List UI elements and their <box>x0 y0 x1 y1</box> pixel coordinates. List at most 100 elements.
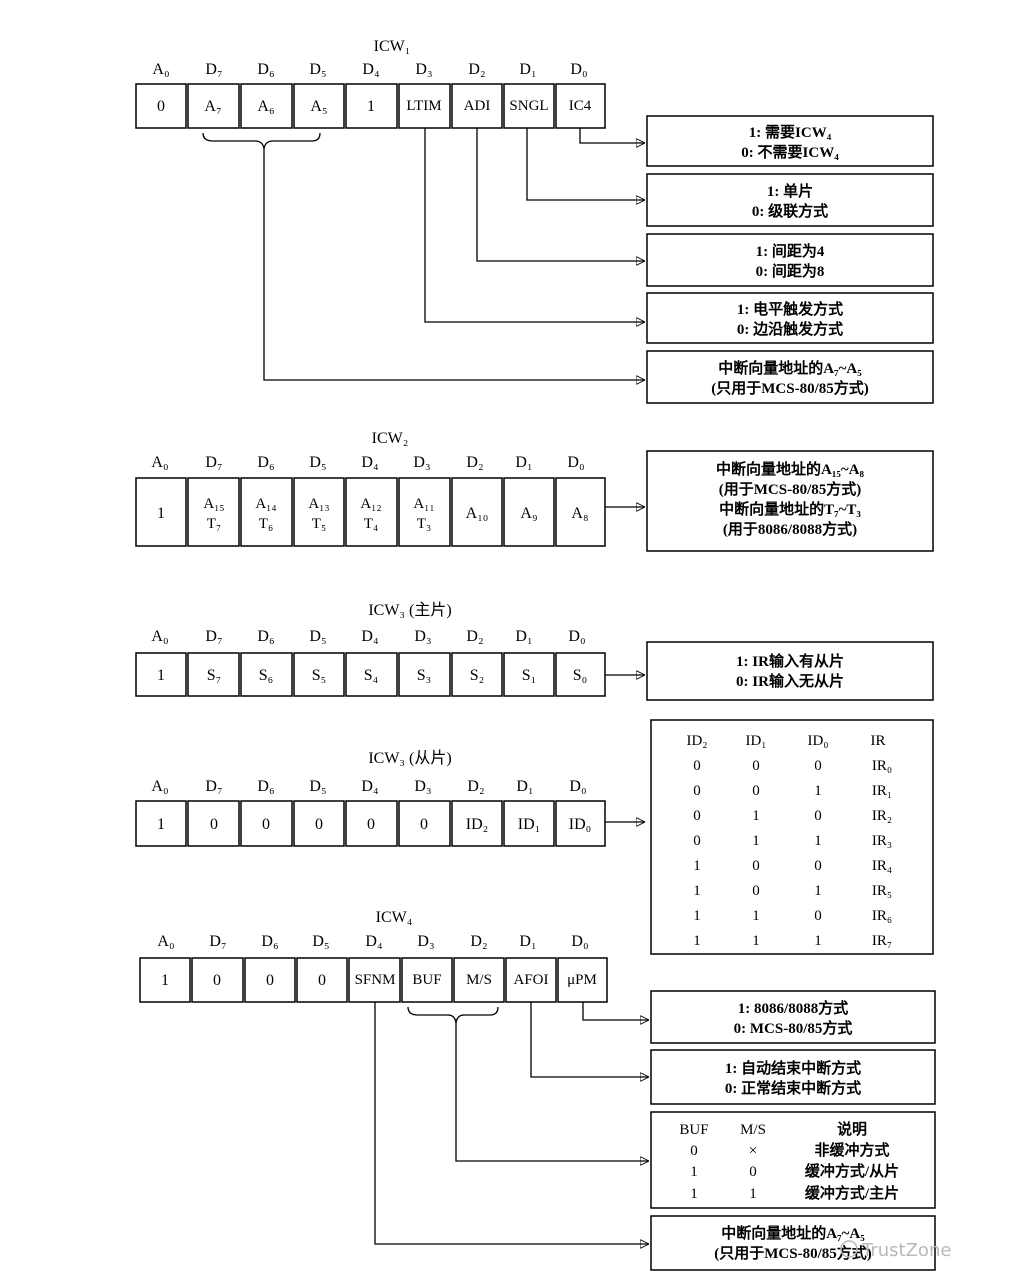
icw4-bit-d7: D₇ <box>209 933 226 950</box>
icw3s-cell-box <box>555 800 606 847</box>
icw3m-bit-d3: D₃ <box>414 628 431 645</box>
icw4-sfnm-desc-line1: 中断向量地址的A₇~A₅ <box>721 1224 865 1242</box>
icw4-cell-d6: 0 <box>266 972 274 989</box>
icw3m-cell-box <box>240 652 293 697</box>
icw1-brace <box>202 132 321 150</box>
icw2-cell-box <box>135 477 187 547</box>
icw3-master-desc-line1: 1: IR输入有从片 <box>736 652 844 670</box>
icw1-cell-ltim: LTIM <box>406 98 441 114</box>
icw3-slave-title: ICW₃ (从片) <box>368 749 451 767</box>
icw2-cell-d4-addr: A₁₂ <box>360 496 381 512</box>
icw2-desc-box <box>646 450 934 552</box>
icw2-cell-box <box>345 477 398 547</box>
icw2-bit-labels: A₀ D₇ D₆ D₅ D₄ D₃ D₂ D₁ D₀ <box>151 454 584 471</box>
table-cell: 1 <box>693 933 701 949</box>
table-cell: 非缓冲方式 <box>814 1141 889 1159</box>
icw4-aeoi-desc-line2: 0: 正常结束中断方式 <box>725 1079 861 1097</box>
icw1-adi-desc-line2: 0: 间距为8 <box>756 262 825 280</box>
icw1-ic4-arrow <box>579 128 645 143</box>
icw4-bit-d3: D₃ <box>417 933 434 950</box>
table-cell: 1 <box>752 833 760 849</box>
icw2-register: 1 A₁₅ T₇ A₁₄ T₆ A₁₃ T₅ A₁₂ T₄ A₁₁ T₃ A₁₀… <box>135 477 606 547</box>
icw3m-cell-box <box>135 652 187 697</box>
watermark: TrustZone <box>840 1240 951 1261</box>
icw4-bit-labels: A₀ D₇ D₆ D₅ D₄ D₃ D₂ D₁ D₀ <box>157 933 588 950</box>
icw3m-cell-box <box>398 652 451 697</box>
icw2-cell-d5-type: T₅ <box>312 516 326 532</box>
icw2-cell-d5-addr: A₁₃ <box>308 496 329 512</box>
icw2-bit-d3: D₃ <box>413 454 430 471</box>
table-cell: IR₂ <box>872 808 892 824</box>
icw3m-cell-s4: S₄ <box>364 667 379 684</box>
buf-table-header-desc: 说明 <box>837 1120 867 1138</box>
table-cell: IR₁ <box>872 783 892 799</box>
icw2-title: ICW₂ <box>372 430 409 447</box>
icw1-cell-box <box>345 83 398 129</box>
id-table-header-id0: ID₀ <box>807 733 828 749</box>
icw4-aeoi-desc-line1: 1: 自动结束中断方式 <box>725 1059 861 1077</box>
icw2-bit-d4: D₄ <box>361 454 379 471</box>
icw3s-bit-d4: D₄ <box>361 778 379 795</box>
icw1-bit-labels: A₀ D₇ D₆ D₅ D₄ D₃ D₂ D₁ D₀ <box>152 61 587 78</box>
icw4-title: ICW₄ <box>376 909 413 926</box>
icw3-master-desc-line2: 0: IR输入无从片 <box>736 672 844 690</box>
icw4-register: 1 0 0 0 SFNM BUF M/S AFOI μPM <box>139 957 608 1003</box>
table-cell: 1 <box>814 933 822 949</box>
icw2-cell-box <box>398 477 451 547</box>
icw3m-cell-s0: S₀ <box>573 667 587 684</box>
icw3s-cell-box <box>293 800 345 847</box>
table-cell: 缓冲方式/主片 <box>805 1184 899 1202</box>
icw1-ltim-desc-box <box>646 292 934 344</box>
table-row: 1 0 0 IR₄ <box>693 858 892 874</box>
icw1-cell-sngl: SNGL <box>509 98 548 114</box>
icw1-sngl-desc-line2: 0: 级联方式 <box>752 202 828 220</box>
icw4-sfnm-desc-line2: (只用于MCS-80/85方式) <box>714 1244 872 1262</box>
icw3m-bit-d4: D₄ <box>361 628 379 645</box>
table-row: 0 1 0 IR₂ <box>693 808 892 824</box>
icw2-cell-box <box>503 477 555 547</box>
table-cell: 1 <box>814 783 822 799</box>
table-row: 1 0 1 IR₅ <box>693 883 892 899</box>
icw4-cell-d5: 0 <box>318 972 326 989</box>
icw1-cell-box <box>187 83 240 129</box>
table-cell: 1 <box>690 1164 698 1180</box>
icw3-slave-table-rows: 0 0 0 IR₀ 0 0 1 IR₁ 0 1 0 IR₂ 0 1 1 IR <box>693 758 892 949</box>
icw2-bit-d2: D₂ <box>466 454 483 471</box>
icw2-cell-box <box>240 477 293 547</box>
icw3m-bit-d2: D₂ <box>466 628 483 645</box>
icw2-section: ICW₂ A₀ D₇ D₆ D₅ D₄ D₃ D₂ D₁ D₀ 1 A₁₅ T₇… <box>135 430 934 552</box>
icw1-ic4-desc-line1: 1: 需要ICW₄ <box>749 123 832 141</box>
buf-table-header-ms: M/S <box>740 1122 766 1138</box>
icw1-addr-desc-line2: (只用于MCS-80/85方式) <box>711 379 869 397</box>
icw3s-bit-a0: A₀ <box>151 778 168 795</box>
watermark-logo-icon <box>840 1240 858 1258</box>
table-cell: 1 <box>814 833 822 849</box>
icw1-sngl-desc-line1: 1: 单片 <box>767 182 813 200</box>
table-cell: 0 <box>814 908 822 924</box>
icw1-addr-arrow <box>263 149 645 380</box>
icw4-cell-aeoi: AFOI <box>513 972 548 988</box>
icw3m-cell-s3: S₃ <box>417 667 431 684</box>
icw3-master-bit-labels: A₀ D₇ D₆ D₅ D₄ D₃ D₂ D₁ D₀ <box>151 628 585 645</box>
table-cell: 0 <box>752 883 760 899</box>
icw3s-bit-d3: D₃ <box>414 778 431 795</box>
icw2-bit-d6: D₆ <box>257 454 274 471</box>
icw3m-bit-a0: A₀ <box>151 628 168 645</box>
icw2-cell-d6-type: T₆ <box>259 516 273 532</box>
icw1-addr-desc-line1: 中断向量地址的A₇~A₅ <box>718 359 862 377</box>
icw1-cell-d5: A₅ <box>310 98 327 115</box>
icw3-slave-table-header: ID₂ ID₁ ID₀ IR <box>686 733 885 749</box>
icw4-cell-d7: 0 <box>213 972 221 989</box>
icw3m-bit-d7: D₇ <box>205 628 222 645</box>
table-cell: 0 <box>693 783 701 799</box>
icw2-bit-d7: D₇ <box>205 454 222 471</box>
table-cell: IR₀ <box>872 758 892 774</box>
icw4-cell-box <box>244 957 296 1003</box>
icw3m-bit-d0: D₀ <box>568 628 585 645</box>
icw3s-cell-box <box>398 800 451 847</box>
icw1-bit-d7: D₇ <box>205 61 222 78</box>
icw1-register: 0 A₇ A₆ A₅ 1 LTIM ADI SNGL IC4 <box>135 83 606 129</box>
icw3-master-register: 1 S₇ S₆ S₅ S₄ S₃ S₂ S₁ S₀ <box>135 652 606 697</box>
icw4-aeoi-arrow <box>530 1002 649 1077</box>
icw2-cell-d7-addr: A₁₅ <box>203 496 224 512</box>
